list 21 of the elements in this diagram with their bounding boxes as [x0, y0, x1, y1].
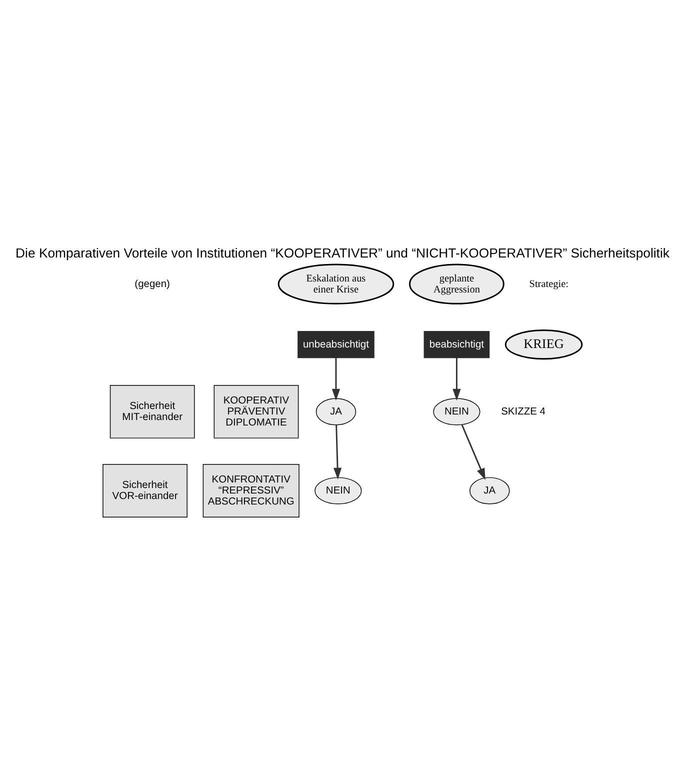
- arrow: [332, 357, 340, 400]
- arrow: [452, 357, 461, 400]
- node-box: Sicherheit MIT-einander: [110, 384, 195, 438]
- node-ellipse: NEIN: [314, 476, 362, 504]
- node-ellipse: JA: [316, 398, 356, 425]
- node-ellipse: KRIEG: [504, 328, 583, 360]
- node-box: unbeabsichtigt: [298, 330, 374, 358]
- label: SKIZZE 4: [501, 406, 546, 417]
- label: Strategie:: [529, 278, 568, 290]
- diagram-title: Die Komparativen Vorteile von Institutionen “KOOPERATIVER” und “NICHT-KOOPERATIVER” Sicherheitspolitik: [16, 244, 670, 260]
- node-ellipse: geplante Aggression: [409, 263, 504, 304]
- arrow: [333, 424, 342, 480]
- label: (gegen): [134, 278, 170, 290]
- node-ellipse: Eskalation aus einer Krise: [278, 263, 394, 304]
- node-box: beabsichtigt: [424, 330, 490, 358]
- node-ellipse: JA: [470, 476, 510, 504]
- node-box: Sicherheit VOR-einander: [102, 464, 188, 517]
- node-box: KOOPERATIV PRÄVENTIV DIPLOMATIE: [214, 384, 299, 438]
- node-ellipse: NEIN: [433, 398, 480, 425]
- arrow: [461, 424, 486, 480]
- node-box: KONFRONTATIV “REPRESSIV” ABSCHRECKUNG: [202, 464, 300, 517]
